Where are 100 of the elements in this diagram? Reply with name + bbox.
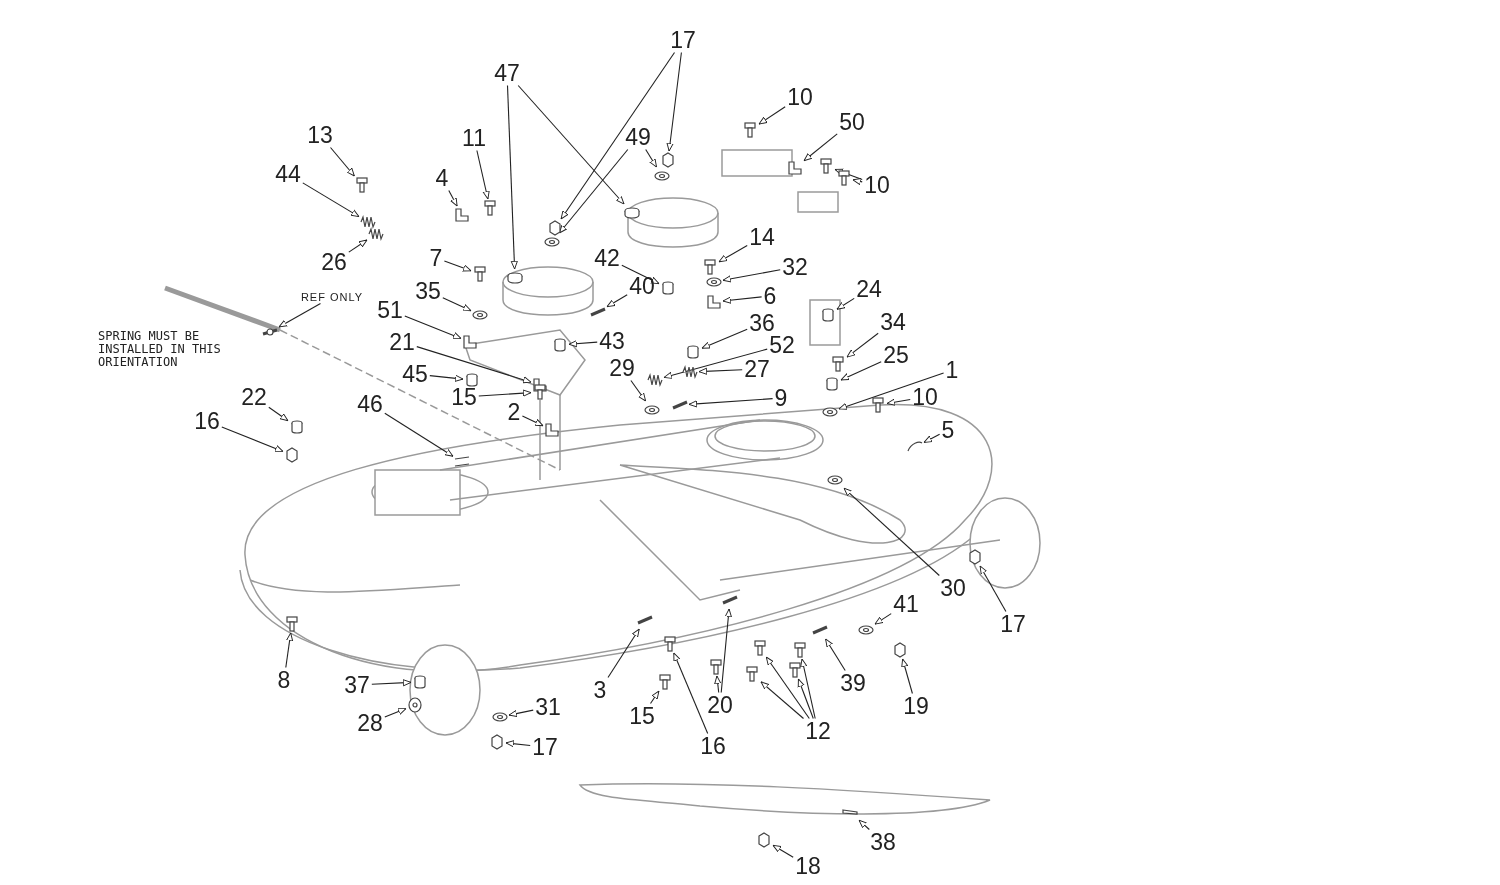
- spring-icon: [647, 372, 663, 388]
- leader-line: [688, 398, 774, 408]
- callout-number: 25: [882, 343, 910, 367]
- washer-icon: [644, 402, 660, 418]
- leader-line: [384, 412, 454, 457]
- callout-number: 12: [804, 719, 832, 743]
- callout-number: 18: [794, 854, 822, 878]
- callout-number: 21: [388, 330, 416, 354]
- leader-line: [416, 346, 532, 384]
- bolt-icon: [662, 636, 678, 652]
- callout-number: 1: [944, 358, 960, 382]
- nut-icon: [547, 220, 563, 236]
- callout-number: 3: [592, 678, 608, 702]
- bolt-icon: [818, 158, 834, 174]
- leader-line: [722, 269, 781, 283]
- leader-line: [838, 372, 945, 410]
- leader-line: [698, 367, 743, 375]
- callout-number: 6: [762, 284, 778, 308]
- leader-line: [840, 361, 882, 381]
- washer-icon: [654, 168, 670, 184]
- leader-line: [979, 565, 1007, 613]
- bolt-icon: [792, 642, 808, 658]
- callout-number: 19: [902, 694, 930, 718]
- leader-line: [886, 398, 911, 406]
- cylinder-icon: [464, 372, 480, 388]
- leader-line: [268, 406, 289, 422]
- washer-icon: [858, 622, 874, 638]
- leader-line: [701, 328, 748, 349]
- callout-number: 30: [939, 576, 967, 600]
- callout-number: 7: [428, 246, 444, 270]
- leader-line: [720, 608, 732, 694]
- leader-line: [506, 84, 518, 270]
- leader-line: [443, 260, 472, 272]
- bolt-icon: [657, 674, 673, 690]
- leader-line: [630, 379, 647, 402]
- leader-line: [722, 296, 763, 304]
- leader-line: [852, 178, 863, 185]
- leader-line: [923, 433, 941, 443]
- callout-number: 9: [773, 386, 789, 410]
- bracket-icon: [787, 160, 803, 176]
- callout-number: 17: [531, 735, 559, 759]
- callout-number: 17: [669, 28, 697, 52]
- leader-line: [371, 679, 412, 687]
- nut-icon: [489, 734, 505, 750]
- washer-icon: [827, 472, 843, 488]
- washer-icon: [492, 709, 508, 725]
- leader-line: [329, 146, 355, 177]
- callout-number: 42: [593, 246, 621, 270]
- callout-number: 40: [628, 274, 656, 298]
- callout-number: 20: [706, 693, 734, 717]
- callout-number: 10: [786, 85, 814, 109]
- leader-line: [442, 297, 472, 312]
- bolt-icon: [354, 177, 370, 193]
- leader-line: [673, 652, 709, 735]
- leader-line: [714, 675, 722, 694]
- installation-note: SPRING MUST BE INSTALLED IN THIS ORIENTATION: [98, 330, 222, 369]
- bolt-icon: [532, 384, 548, 400]
- bracket-icon: [706, 294, 722, 310]
- callout-number: 10: [863, 173, 891, 197]
- cylinder-icon: [824, 376, 840, 392]
- bolt-icon: [836, 170, 852, 186]
- bolt-icon: [472, 266, 488, 282]
- callout-number: 13: [306, 123, 334, 147]
- leader-line: [568, 340, 598, 348]
- callout-number: 34: [879, 310, 907, 334]
- leader-line: [718, 244, 748, 263]
- callout-number: 8: [276, 668, 292, 692]
- callout-number: 31: [534, 695, 562, 719]
- leader-line: [278, 302, 322, 328]
- callout-number: 15: [450, 385, 478, 409]
- leader-line: [874, 613, 892, 625]
- callout-number: 47: [493, 61, 521, 85]
- leader-line: [517, 84, 625, 205]
- callout-number: 36: [748, 311, 776, 335]
- leader-line: [649, 690, 660, 705]
- leader-line: [478, 389, 532, 397]
- leader-line: [758, 106, 786, 125]
- cylinder-icon: [289, 419, 305, 435]
- bolt-icon: [870, 397, 886, 413]
- callout-number: 43: [598, 329, 626, 353]
- callout-number: 28: [356, 711, 384, 735]
- callout-number: 46: [356, 392, 384, 416]
- wheel-icon: [407, 697, 423, 713]
- cylinder-icon: [660, 280, 676, 296]
- leader-line: [476, 149, 490, 200]
- cylinder-icon: [685, 344, 701, 360]
- callout-number: 16: [193, 409, 221, 433]
- leader-line: [404, 315, 462, 339]
- leader-line: [663, 348, 768, 379]
- washer-icon: [544, 234, 560, 250]
- callout-number: 52: [768, 333, 796, 357]
- pulley-icon: [507, 270, 523, 286]
- leader-line: [285, 632, 294, 669]
- nut-icon: [892, 642, 908, 658]
- callout-number: 27: [743, 357, 771, 381]
- washer-icon: [472, 307, 488, 323]
- spring-icon: [682, 364, 698, 380]
- leader-line: [666, 51, 682, 152]
- bolt-icon: [787, 662, 803, 678]
- bolt-icon: [482, 200, 498, 216]
